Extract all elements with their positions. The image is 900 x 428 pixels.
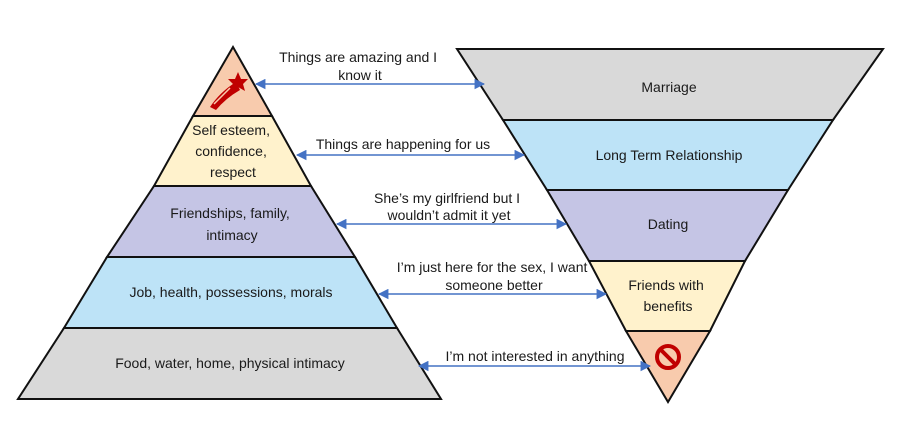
svg-text:Job, health, possessions, mora: Job, health, possessions, morals: [129, 284, 332, 300]
svg-text:Long Term Relationship: Long Term Relationship: [596, 147, 743, 163]
shooting-star-icon: [210, 72, 248, 110]
connector-2-line1: Things are happening for us: [316, 136, 490, 152]
connectors: Things are amazing and I know it Things …: [254, 49, 652, 372]
svg-text:Things are happening for us: Things are happening for us: [316, 136, 490, 152]
right-level-fwb: [587, 260, 747, 332]
left-level-job-line1: Job, health, possessions, morals: [129, 284, 332, 300]
left-level-friendships: [105, 185, 357, 258]
connector-1-line2: know it: [338, 67, 382, 83]
prohibited-icon: [655, 344, 681, 370]
svg-text:Things are amazing and I: Things are amazing and I know it: [279, 49, 441, 83]
left-level-food: [16, 327, 443, 400]
right-level-marriage-line1: Marriage: [641, 79, 696, 95]
svg-text:Marriage: Marriage: [641, 79, 696, 95]
right-pyramid: Marriage Long Term Relationship Dating F…: [455, 48, 885, 404]
svg-text:Friends with benefits: Friends with benefits: [628, 277, 707, 314]
left-level-friendships-line1: Friendships, family,: [170, 205, 290, 221]
connector-3-line1: She’s my girlfriend but I: [374, 190, 520, 206]
connector-5-line1: I’m not interested in anything: [446, 348, 625, 364]
left-level-esteem-line2: confidence,: [195, 143, 267, 159]
right-level-long-term-line1: Long Term Relationship: [596, 147, 743, 163]
svg-text:Food, water, home, physical in: Food, water, home, physical intimacy: [115, 355, 345, 371]
left-level-esteem-line1: Self esteem,: [192, 122, 270, 138]
left-pyramid: Self esteem, confidence, respect Friends…: [16, 44, 443, 400]
svg-text:I’m not interested in anything: I’m not interested in anything: [446, 348, 625, 364]
connector-1-line1: Things are amazing and I: [279, 49, 437, 65]
left-level-friendships-line2: intimacy: [206, 227, 257, 243]
left-level-esteem-line3: respect: [210, 164, 256, 180]
svg-text:Dating: Dating: [648, 216, 688, 232]
svg-text:She’s my girlfriend but I: She’s my girlfriend but I wouldn’t admit…: [374, 190, 524, 223]
connector-4-line1: I’m just here for the sex, I want: [397, 259, 588, 275]
left-level-food-line1: Food, water, home, physical intimacy: [115, 355, 345, 371]
right-level-fwb-line2: benefits: [643, 298, 692, 314]
svg-text:I’m just here for the sex, I w: I’m just here for the sex, I want someon…: [397, 259, 592, 293]
connector-4-line2: someone better: [445, 277, 543, 293]
svg-text:Self esteem, confidence,: Self esteem, confidence, respect: [192, 122, 274, 180]
right-level-fwb-line1: Friends with: [628, 277, 703, 293]
svg-text:Friendships, family, int: Friendships, family, intimacy: [170, 205, 293, 243]
right-level-dating-line1: Dating: [648, 216, 688, 232]
connector-3-line2: wouldn’t admit it yet: [387, 207, 511, 223]
